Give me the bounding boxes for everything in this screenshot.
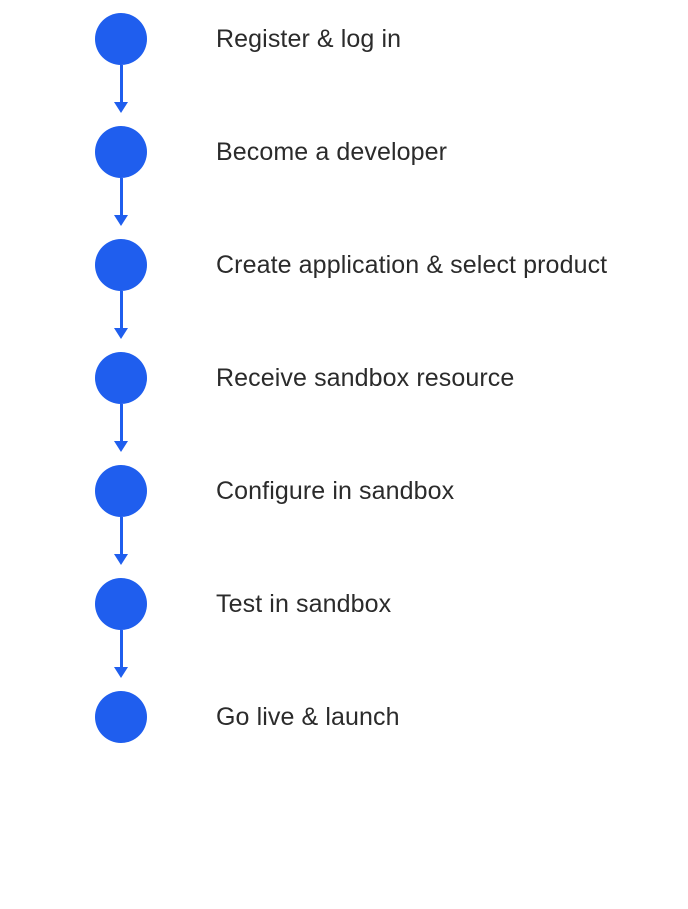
step-label: Receive sandbox resource	[216, 363, 515, 392]
arrowhead-icon	[114, 554, 128, 565]
node-slot	[0, 13, 190, 65]
arrowhead-icon	[114, 667, 128, 678]
step-node-circle[interactable]	[95, 13, 147, 65]
step-label: Register & log in	[216, 24, 402, 53]
step-node-circle[interactable]	[95, 126, 147, 178]
node-slot	[0, 239, 190, 291]
step-label: Create application & select product	[216, 250, 608, 279]
flow-step-5[interactable]: Configure in sandbox	[0, 465, 688, 517]
step-label: Test in sandbox	[216, 589, 392, 618]
connector-shaft	[119, 517, 123, 555]
flow-step-2[interactable]: Become a developer	[0, 126, 688, 178]
node-slot	[0, 578, 190, 630]
node-slot	[0, 126, 190, 178]
node-slot	[0, 691, 190, 743]
step-label: Become a developer	[216, 137, 448, 166]
step-node-circle[interactable]	[95, 352, 147, 404]
arrowhead-icon	[114, 102, 128, 113]
node-slot	[0, 465, 190, 517]
step-label: Configure in sandbox	[216, 476, 455, 505]
flow-step-4[interactable]: Receive sandbox resource	[0, 352, 688, 404]
node-slot	[0, 352, 190, 404]
step-label: Go live & launch	[216, 702, 400, 731]
arrowhead-icon	[114, 328, 128, 339]
step-node-circle[interactable]	[95, 691, 147, 743]
flow-step-1[interactable]: Register & log in	[0, 13, 688, 65]
connector-shaft	[119, 291, 123, 329]
connector-arrow-4	[114, 404, 128, 452]
step-node-circle[interactable]	[95, 578, 147, 630]
connector-shaft	[119, 404, 123, 442]
connector-shaft	[119, 65, 123, 103]
connector-arrow-1	[114, 65, 128, 113]
step-node-circle[interactable]	[95, 465, 147, 517]
arrowhead-icon	[114, 441, 128, 452]
flow-step-3[interactable]: Create application & select product	[0, 239, 688, 291]
flow-step-6[interactable]: Test in sandbox	[0, 578, 688, 630]
connector-arrow-5	[114, 517, 128, 565]
connector-shaft	[119, 178, 123, 216]
connector-arrow-3	[114, 291, 128, 339]
arrowhead-icon	[114, 215, 128, 226]
step-node-circle[interactable]	[95, 239, 147, 291]
connector-shaft	[119, 630, 123, 668]
flow-step-7[interactable]: Go live & launch	[0, 691, 688, 743]
connector-arrow-2	[114, 178, 128, 226]
connector-arrow-6	[114, 630, 128, 678]
